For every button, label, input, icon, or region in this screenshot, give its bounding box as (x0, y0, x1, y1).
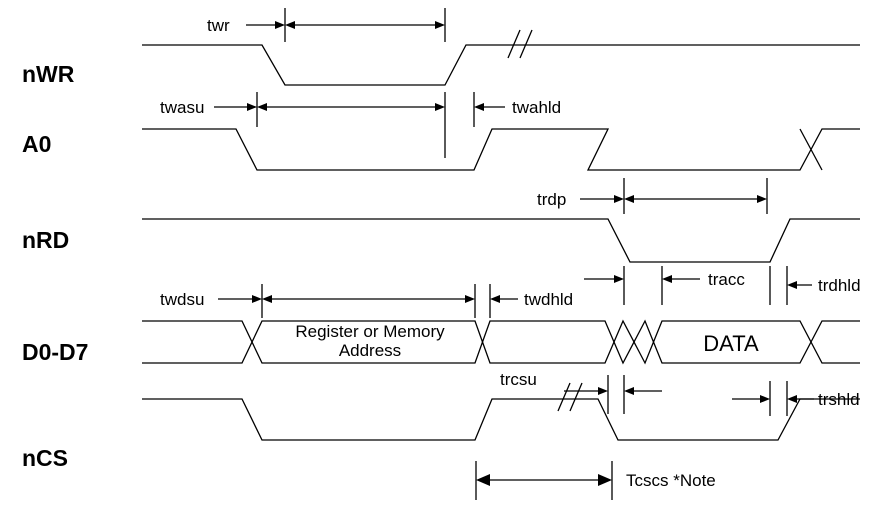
timing-trcsu (564, 375, 662, 414)
waveform-d0-d7 (142, 319, 860, 365)
timing-label-trshld: trshld (818, 390, 860, 409)
timing-twr (246, 8, 446, 42)
waveform-nrd (142, 218, 860, 263)
signal-label-ncs: nCS (22, 445, 68, 471)
timing-trshld (732, 381, 814, 416)
timing-twdsu (218, 284, 476, 318)
signal-label-d0-d7: D0-D7 (22, 339, 88, 365)
timing-trdhld (769, 266, 812, 305)
timing-label-tcscs: Tcscs *Note (626, 471, 716, 490)
bus-value-address-line2: Address (339, 341, 401, 360)
waveform-ncs (142, 382, 860, 441)
signal-label-nrd: nRD (22, 227, 69, 253)
signal-label-a0: A0 (22, 131, 51, 157)
timing-label-trdhld: trdhld (818, 276, 861, 295)
timing-label-trdp: trdp (537, 190, 566, 209)
timing-label-twasu: twasu (160, 98, 204, 117)
signal-label-nwr: nWR (22, 61, 75, 87)
timing-tcscs (475, 461, 613, 500)
timing-label-tracc: tracc (708, 270, 745, 289)
timing-twahld (473, 92, 505, 127)
timing-label-twahld: twahld (512, 98, 561, 117)
waveform-a0 (142, 128, 860, 171)
timing-tracc (584, 266, 700, 305)
timing-twdhld (489, 284, 518, 318)
timing-label-twdhld: twdhld (524, 290, 573, 309)
waveform-nwr (142, 29, 860, 86)
bus-value-address-line1: Register or Memory (295, 322, 445, 341)
timing-twasu (214, 92, 446, 158)
timing-trdp (580, 178, 768, 214)
bus-value-data: DATA (703, 331, 759, 356)
timing-label-twr: twr (207, 16, 230, 35)
timing-label-trcsu: trcsu (500, 370, 537, 389)
timing-label-twdsu: twdsu (160, 290, 204, 309)
